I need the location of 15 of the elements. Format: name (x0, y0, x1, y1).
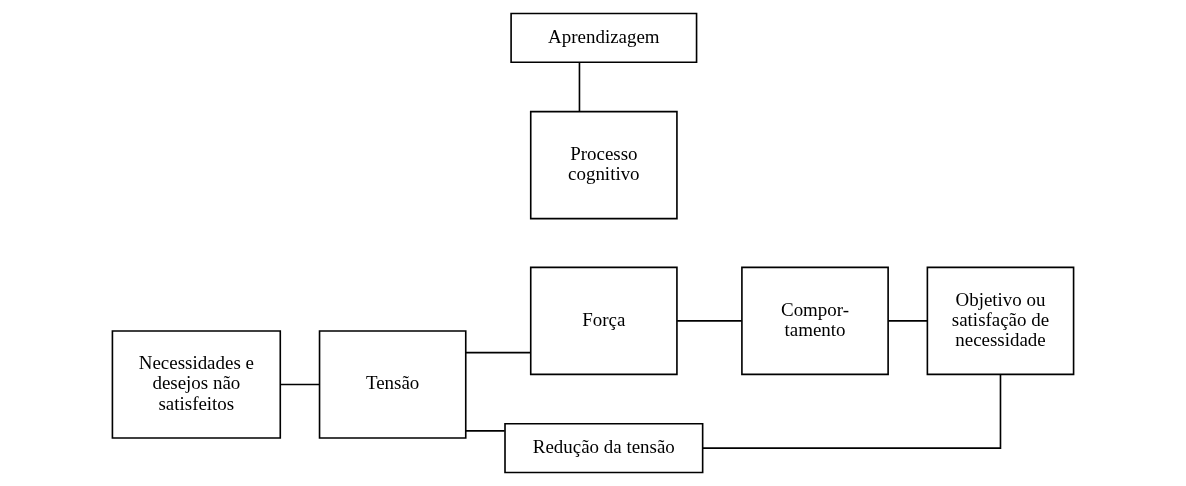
node-box: Processo cognitivo (529, 110, 678, 220)
connector (465, 430, 506, 432)
connector (676, 320, 743, 322)
connector (702, 373, 1002, 449)
node-box: Força (529, 266, 678, 376)
node-box: Objetivo ou satisfação de necessidade (926, 266, 1075, 376)
connector (465, 351, 532, 354)
node-box: Compor- tamento (741, 266, 889, 376)
node-box: Aprendizagem (510, 12, 698, 64)
node-box: Tensão (318, 330, 467, 439)
connector (578, 61, 581, 112)
node-box: Necessidades e desejos não satisfeitos (111, 330, 282, 439)
node-box: Redução da tensão (504, 422, 704, 474)
connector (279, 383, 321, 386)
connector (887, 320, 928, 322)
